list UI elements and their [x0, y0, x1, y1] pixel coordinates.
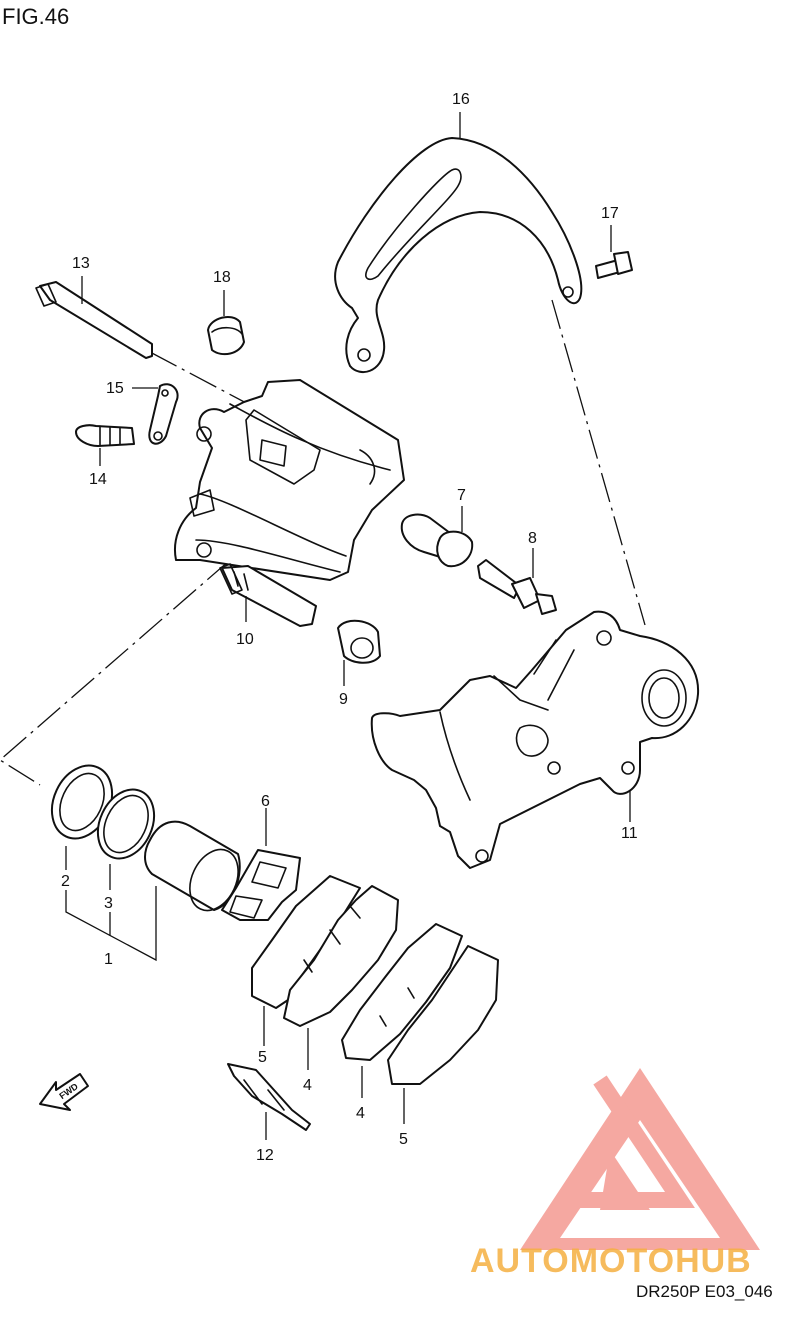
part-2-seal	[50, 764, 114, 840]
alignment-lines	[0, 299, 646, 786]
part-7-sleeve	[400, 506, 474, 568]
part-9-boot	[337, 619, 381, 686]
part-5-pad-right	[387, 945, 499, 1085]
part-labels: 16 17 13 18 15 14 7 8 10 9 6 11 2 3 1 5 …	[61, 91, 638, 1164]
part-6-shim	[221, 808, 301, 921]
label-14: 14	[89, 471, 107, 488]
label-12: 12	[256, 1147, 274, 1164]
label-17: 17	[601, 205, 619, 222]
label-1: 1	[104, 951, 113, 968]
part-16-bracket	[334, 112, 583, 374]
label-2: 2	[61, 873, 70, 890]
label-11: 11	[621, 825, 638, 842]
part-12-spring	[227, 1063, 311, 1140]
part-4-pad-right	[341, 923, 463, 1061]
label-4-right: 4	[356, 1105, 365, 1122]
part-3-seal	[96, 788, 156, 860]
label-8: 8	[528, 530, 537, 547]
part-13-pin	[35, 276, 153, 359]
label-5-right: 5	[399, 1131, 408, 1148]
label-7: 7	[457, 487, 466, 504]
part-11-caliper-holder	[370, 610, 700, 869]
caliper-body	[174, 379, 405, 581]
diagram-code: DR250P E03_046	[636, 1282, 773, 1301]
part-10-slide-pin	[219, 563, 317, 627]
label-16: 16	[452, 91, 470, 108]
part-17-bolt	[595, 225, 633, 279]
figure-title: FIG.46	[2, 4, 69, 29]
part-14-bleeder	[75, 424, 135, 466]
label-6: 6	[261, 793, 270, 810]
label-15: 15	[106, 380, 124, 397]
label-5-left: 5	[258, 1049, 267, 1066]
part-8-bolt	[477, 548, 557, 615]
part-4-pad-left	[283, 885, 399, 1027]
label-13: 13	[72, 255, 90, 272]
label-3: 3	[104, 895, 113, 912]
part-15-clip	[132, 383, 179, 445]
label-9: 9	[339, 691, 348, 708]
label-4-left: 4	[303, 1077, 312, 1094]
label-10: 10	[236, 631, 254, 648]
label-18: 18	[213, 269, 231, 286]
watermark-brand: AUTOMOTOHUB	[470, 1242, 752, 1280]
watermark-logo	[520, 1068, 760, 1250]
fwd-arrow-icon	[39, 1073, 89, 1111]
part-18-cap	[207, 290, 245, 356]
leader-lines	[65, 846, 405, 1124]
